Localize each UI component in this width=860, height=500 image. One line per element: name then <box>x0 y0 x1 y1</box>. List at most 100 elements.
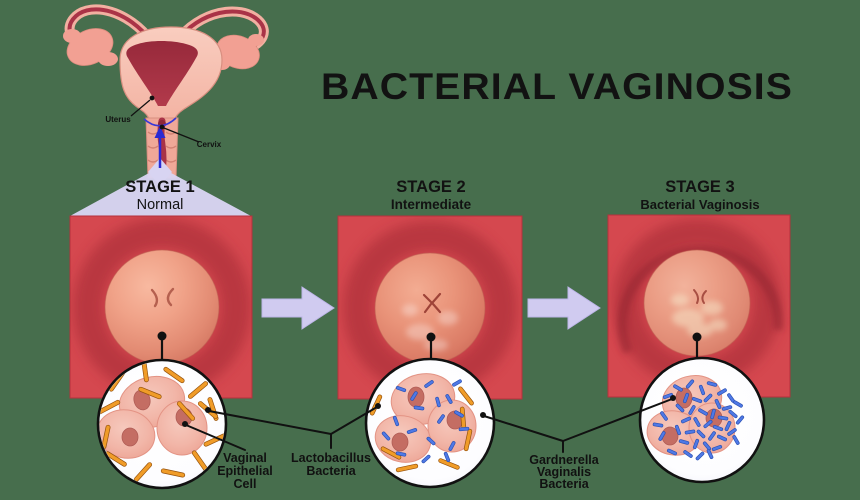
uterus-illustration <box>63 4 269 179</box>
lactobacillus-rod <box>380 446 402 460</box>
lactobacillus-target-dot-1 <box>205 407 211 413</box>
stage2-inset-microscopy <box>364 357 496 489</box>
gardnerella-rod <box>395 451 407 457</box>
gardnerella-rod <box>381 431 391 441</box>
lactobacillus-rod <box>160 468 186 478</box>
gardnerella-rod <box>693 417 701 427</box>
stage1-subtitle: Normal <box>137 197 184 213</box>
epithelial-pointer <box>185 424 246 451</box>
epithelial-label-line3: Cell <box>234 477 257 491</box>
gardnerella-rod <box>413 405 425 411</box>
gardnerella-rod <box>424 380 434 388</box>
stage3-epithelial-cells <box>646 375 736 456</box>
epithelial-label-line1: Vaginal <box>223 451 267 465</box>
gardnerella-rod <box>728 409 738 419</box>
stage1-cervix-slit <box>150 287 175 308</box>
lactobacillus-pointer-left <box>208 410 332 435</box>
gardnerella-rod <box>435 396 441 408</box>
stage3-inset-microscopy <box>638 356 766 484</box>
gardnerella-rod <box>452 379 462 387</box>
gardnerella-rod <box>392 415 400 427</box>
gardnerella-rod <box>717 388 727 396</box>
stage2-cervix-slit <box>422 292 442 314</box>
gardnerella-rod <box>733 400 743 408</box>
lactobacillus-rod <box>138 386 162 400</box>
legend-labels: Vaginal Epithelial Cell Lactobacillus Ba… <box>217 451 600 491</box>
gardnerella-rod <box>706 381 718 387</box>
anatomy-labels: Uterus Cervix <box>105 95 222 149</box>
gardnerella-rod <box>674 424 682 436</box>
gardnerella-rod <box>716 434 728 442</box>
lactobacillus-rod <box>163 366 185 384</box>
gardnerella-rod <box>682 392 690 404</box>
legend-pointer-dots <box>182 395 676 427</box>
epithelial-label-line2: Epithelial <box>217 464 273 478</box>
gardnerella-rod <box>711 444 723 452</box>
gardnerella-rod <box>395 385 407 393</box>
lactobacillus-pointer-right <box>330 406 378 435</box>
stage3-subtitle: Bacterial Vaginosis <box>640 197 759 212</box>
cervix-label: Cervix <box>197 140 222 149</box>
gardnerella-label-line2: Vaginalis <box>537 465 591 479</box>
lactobacillus-rod <box>187 381 209 399</box>
stage-titles: STAGE 1 Normal STAGE 2 Intermediate STAG… <box>125 178 759 213</box>
gardnerella-rod <box>660 411 668 421</box>
gardnerella-rod <box>735 415 745 425</box>
gardnerella-rod <box>685 379 695 389</box>
stage1-inset-microscopy <box>96 358 228 490</box>
gardnerella-rod <box>691 396 703 404</box>
uterine-cavity <box>126 41 198 106</box>
stage3-title: STAGE 3 <box>665 178 734 196</box>
lactobacillus-rod <box>99 399 121 415</box>
gardnerella-rod <box>445 394 453 404</box>
gardnerella-rod <box>680 416 692 424</box>
lactobacillus-rod <box>438 458 460 470</box>
gardnerella-target-dot-1 <box>480 412 486 418</box>
gardnerella-rod <box>458 426 470 432</box>
gardnerella-rod <box>695 451 705 461</box>
gardnerella-rods <box>652 379 745 461</box>
cervix-pointer-dot <box>159 124 165 130</box>
gardnerella-label-line1: Gardnerella <box>529 453 600 467</box>
gardnerella-rod <box>675 403 685 413</box>
lactobacillus-rod <box>203 433 225 447</box>
stage3-discharge-patches <box>671 294 727 337</box>
cell-nucleus <box>121 427 139 447</box>
uterus-label: Uterus <box>105 115 131 124</box>
page-title: BACTERIAL VAGINOSIS <box>321 66 793 107</box>
stage2-title: STAGE 2 <box>396 178 465 196</box>
arrow-stage2-to-stage3 <box>527 286 601 330</box>
gardnerella-rod <box>406 428 418 434</box>
gardnerella-rod <box>698 408 708 416</box>
gardnerella-rod <box>683 450 693 458</box>
uterus-pointer-line <box>130 99 151 117</box>
gardnerella-rod <box>708 431 716 441</box>
gardnerella-rod <box>703 419 713 429</box>
gardnerella-rod <box>702 441 712 451</box>
gardnerella-pointer-left <box>483 415 564 442</box>
gardnerella-rod <box>688 405 696 415</box>
epithelial-target-dot <box>182 421 188 427</box>
gardnerella-rod <box>724 420 732 432</box>
cervix-pointer-line <box>163 127 200 143</box>
gardnerella-rod <box>684 429 696 435</box>
lactobacillus-label-line2: Bacteria <box>306 464 356 478</box>
gardnerella-target-dot-2 <box>670 395 676 401</box>
gardnerella-rod <box>426 436 436 446</box>
gardnerella-rod <box>448 441 456 451</box>
gardnerella-rod <box>443 451 451 463</box>
gardnerella-rod <box>703 393 713 403</box>
stage1-epithelial-cells <box>99 375 208 459</box>
gardnerella-rod <box>706 448 714 460</box>
ovary-left <box>63 28 118 66</box>
gardnerella-rod <box>454 410 464 418</box>
gardnerella-rod <box>410 391 418 401</box>
stage2-subtitle: Intermediate <box>391 197 472 212</box>
gardnerella-rod <box>712 424 724 432</box>
funnel-apex-diamond <box>148 158 172 186</box>
uterus-pointer-dot <box>149 95 155 101</box>
gardnerella-rod <box>727 428 737 436</box>
stage1-funnel <box>70 167 251 216</box>
canal-ridges <box>147 131 177 163</box>
